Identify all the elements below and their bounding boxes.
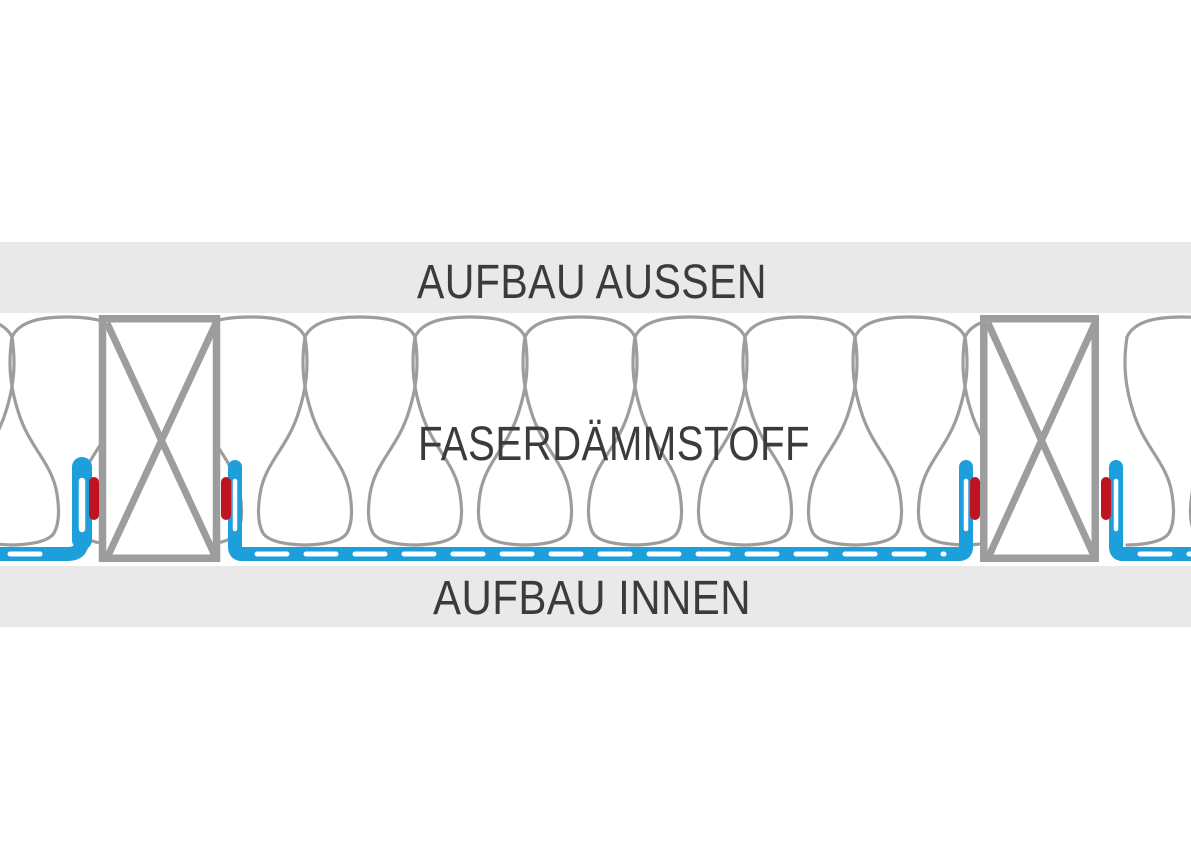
stud-left <box>98 315 221 562</box>
membrane-right-segment <box>1109 460 1191 561</box>
stud-left-cross <box>103 321 220 560</box>
outer-layer-label: AUFBAU AUSSEN <box>417 256 767 309</box>
membrane-layer <box>0 457 1191 561</box>
insulation-label: FASERDÄMMSTOFF <box>418 418 810 471</box>
stud-right-cross <box>984 321 1099 560</box>
sealing-tape <box>1101 477 1111 520</box>
sealing-tape <box>221 477 231 520</box>
inner-layer-band: AUFBAU INNEN <box>0 566 1191 627</box>
outer-layer-band-rect <box>0 242 1191 313</box>
stud-right <box>980 315 1099 562</box>
inner-layer-band-rect <box>0 566 1191 627</box>
sealing-tape <box>89 477 99 520</box>
outer-layer-band: AUFBAU AUSSEN <box>0 242 1191 313</box>
sealing-tapes <box>89 477 1111 520</box>
sealing-tape <box>970 477 980 520</box>
inner-layer-label: AUFBAU INNEN <box>433 572 751 625</box>
